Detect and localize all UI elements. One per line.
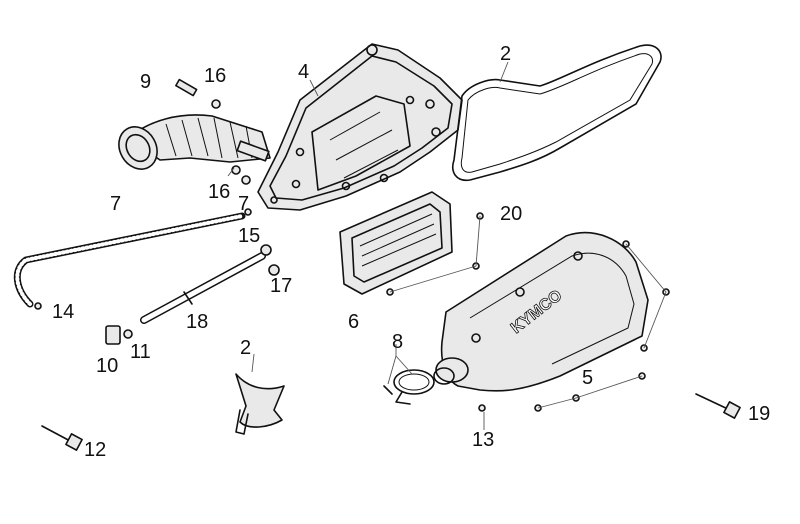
callout-16-upper: 16: [204, 65, 226, 87]
callout-17: 17: [270, 275, 292, 297]
leader-lines: [227, 61, 667, 430]
air-filter-element: [339, 191, 453, 295]
callout-16-lower: 16: [208, 181, 230, 203]
callout-13: 13: [472, 429, 494, 451]
callout-2-gasket: 2: [500, 43, 511, 65]
callout-7-clip: 7: [238, 193, 249, 215]
callout-8: 8: [392, 331, 403, 353]
callout-2-bracket: 2: [240, 337, 251, 359]
callout-4: 4: [298, 61, 309, 83]
drain-tube: [140, 252, 266, 324]
bolt-12: [41, 425, 83, 451]
callout-9: 9: [140, 71, 151, 93]
callout-10: 10: [96, 355, 118, 377]
air-cleaner-cover: KYMCO: [433, 231, 649, 392]
callout-5: 5: [582, 367, 593, 389]
callout-15: 15: [238, 225, 260, 247]
callout-labels: 9 16 4 2 16 7 7 20 15 17 14 18 6 2 8 10 …: [52, 43, 770, 461]
callout-18: 18: [186, 311, 208, 333]
intake-duct: [118, 114, 271, 170]
hose-clamp: [383, 369, 435, 405]
mounting-bracket: [235, 373, 285, 435]
callout-12: 12: [84, 439, 106, 461]
callout-6: 6: [348, 311, 359, 333]
callout-7-hose: 7: [110, 193, 121, 215]
small-hardware: [34, 78, 670, 412]
breather-hose: [13, 212, 246, 308]
callout-14: 14: [52, 301, 74, 323]
callout-20: 20: [500, 203, 522, 225]
air-cleaner-gasket: [452, 44, 662, 182]
bolt-19: [695, 393, 741, 419]
air-cleaner-case: [257, 43, 463, 211]
callout-19: 19: [748, 403, 770, 425]
callout-11: 11: [130, 341, 151, 363]
